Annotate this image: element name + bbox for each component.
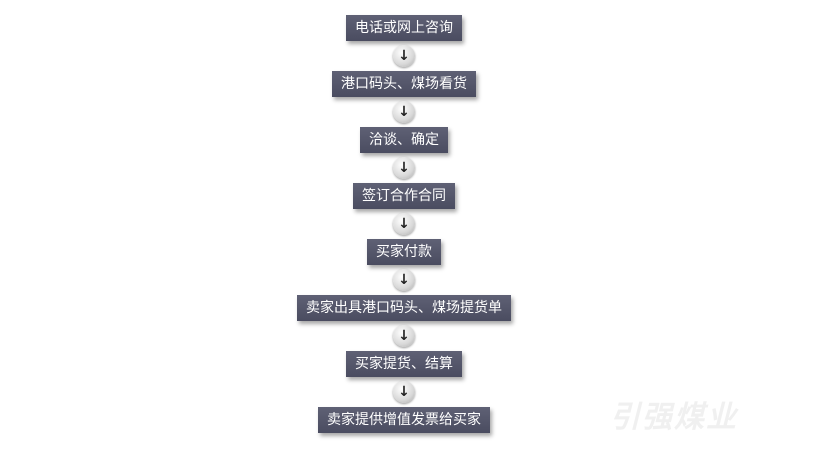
down-arrow-icon: ↓ xyxy=(393,157,415,179)
step-2: 港口码头、煤场看货 xyxy=(332,71,476,97)
step-4: 签订合作合同 xyxy=(353,183,455,209)
watermark-logo: 引强煤业 xyxy=(610,400,738,435)
down-arrow-icon: ↓ xyxy=(393,325,415,347)
step-6: 卖家出具港口码头、煤场提货单 xyxy=(297,295,511,321)
down-arrow-icon: ↓ xyxy=(393,101,415,123)
step-5: 买家付款 xyxy=(367,239,441,265)
down-arrow-icon: ↓ xyxy=(393,381,415,403)
down-arrow-icon: ↓ xyxy=(393,213,415,235)
step-8: 卖家提供增值发票给买家 xyxy=(318,407,490,433)
step-1: 电话或网上咨询 xyxy=(346,15,462,41)
down-arrow-icon: ↓ xyxy=(393,45,415,67)
step-7: 买家提货、结算 xyxy=(346,351,462,377)
flowchart: 电话或网上咨询 ↓ 港口码头、煤场看货 ↓ 洽谈、确定 ↓ 签订合作合同 ↓ 买… xyxy=(0,15,808,433)
step-3: 洽谈、确定 xyxy=(360,127,448,153)
down-arrow-icon: ↓ xyxy=(393,269,415,291)
